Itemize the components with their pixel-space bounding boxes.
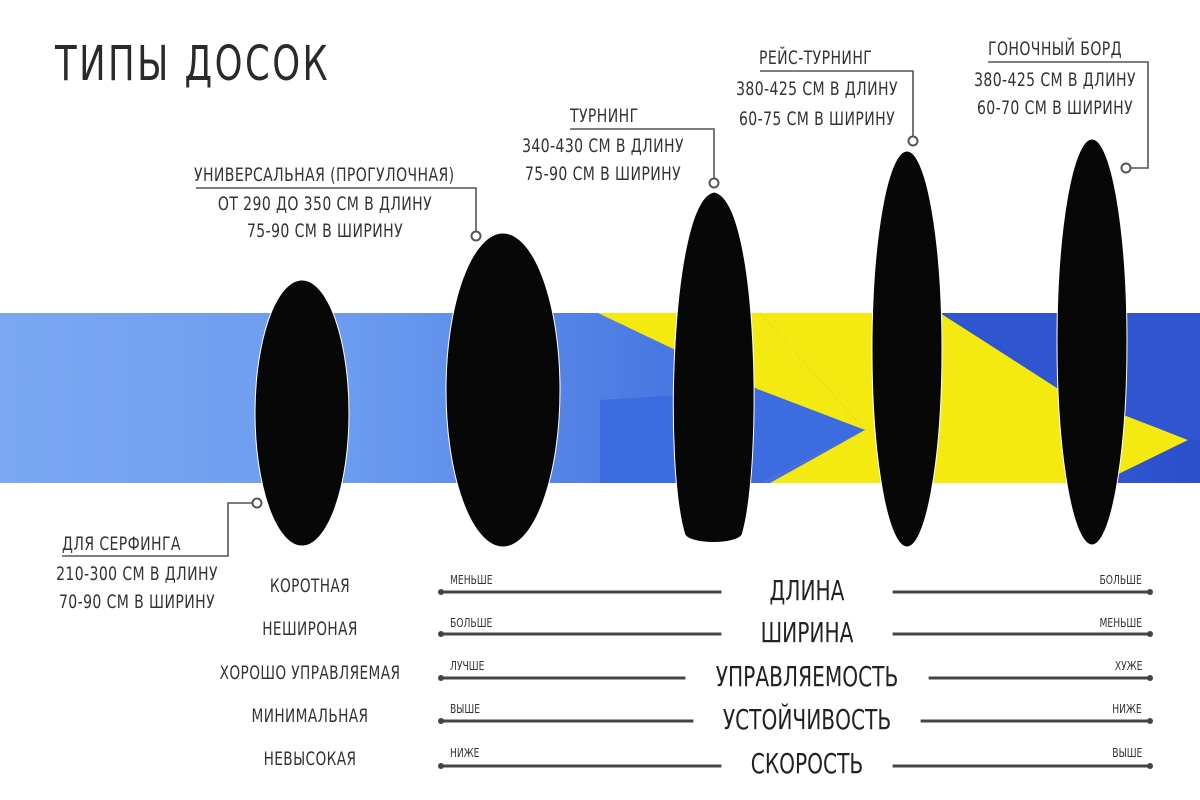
dot-race-touring — [907, 135, 919, 147]
board-name: ТУРНИНГ — [570, 105, 639, 127]
callout-racing — [988, 61, 1149, 169]
scale-dot — [438, 763, 444, 769]
row-label: МИНИМАЛЬНАЯ — [251, 705, 369, 727]
scale-title: СКОРОСТЬ — [721, 750, 893, 778]
scale-dot — [1147, 589, 1153, 595]
callout-universal — [196, 187, 477, 235]
board-length: 380-425 СМ В ДЛИНУ — [974, 69, 1136, 91]
scale-dot — [1147, 718, 1153, 724]
board-width: 70-90 СМ В ШИРИНУ — [58, 591, 216, 613]
scale-dot — [1147, 675, 1153, 681]
scale-right-label: МЕНЬШЕ — [1099, 616, 1142, 630]
board-length: 340-430 СМ В ДЛИНУ — [522, 135, 684, 157]
row-label: НЕВЫСОКАЯ — [263, 748, 357, 770]
scale-title: ДЛИНА — [721, 577, 893, 605]
board-width: 60-75 СМ В ШИРИНУ — [738, 108, 896, 130]
board-name: РЕЙС-ТУРНИНГ — [759, 47, 873, 69]
scale-title: ШИРИНА — [721, 619, 893, 647]
scale-dot — [1147, 631, 1153, 637]
board-width: 75-90 СМ В ШИРИНУ — [246, 220, 404, 242]
scale-left-label: НИЖЕ — [450, 746, 480, 760]
scale-dot — [438, 631, 444, 637]
scale-left-label: ВЫШЕ — [450, 702, 481, 716]
board-racing — [1056, 138, 1128, 546]
scale-left-label: БОЛЬШЕ — [450, 616, 493, 630]
scale-right-label: ВЫШЕ — [1111, 746, 1142, 760]
scale-left-label: МЕНЬШЕ — [450, 573, 493, 587]
board-touring — [672, 191, 755, 543]
board-surf — [254, 279, 350, 547]
callout-dots — [251, 135, 1132, 509]
board-race-touring — [871, 150, 943, 548]
callout-touring — [570, 128, 715, 183]
board-universal — [445, 232, 561, 548]
callout-lines — [62, 61, 1149, 557]
board-name: ГОНОЧНЫЙ БОРД — [988, 38, 1123, 60]
scale-dot — [438, 718, 444, 724]
callout-race-touring — [760, 70, 914, 140]
callout-surf — [62, 502, 256, 557]
scale-right-label: БОЛЬШЕ — [1099, 573, 1142, 587]
dot-universal — [470, 230, 482, 242]
board-length: 380-425 СМ В ДЛИНУ — [736, 78, 898, 100]
board-name: УНИВЕРСАЛЬНАЯ (ПРОГУЛОЧНАЯ) — [194, 164, 455, 186]
row-label: ХОРОШО УПРАВЛЯЕМАЯ — [219, 662, 401, 684]
row-label: НЕШИРОНАЯ — [262, 618, 358, 640]
scale-end-dots — [438, 589, 1153, 769]
board-length: ОТ 290 ДО 350 СМ В ДЛИНУ — [217, 193, 433, 215]
scale-title: УСТОЙЧИВОСТЬ — [693, 706, 921, 734]
page-title: ТИПЫ ДОСОК — [55, 36, 331, 92]
row-label: КОРОТНАЯ — [269, 575, 351, 597]
scale-left-label: ЛУЧШЕ — [450, 659, 485, 673]
scale-dot — [1147, 763, 1153, 769]
board-name: ДЛЯ СЕРФИНГА — [62, 533, 181, 555]
scale-dot — [438, 675, 444, 681]
dot-touring — [708, 177, 720, 189]
scale-right-label: ХУЖЕ — [1114, 659, 1142, 673]
dot-surf — [251, 497, 263, 509]
dot-racing — [1120, 162, 1132, 174]
scale-right-label: НИЖЕ — [1112, 702, 1142, 716]
board-length: 210-300 СМ В ДЛИНУ — [56, 563, 218, 585]
board-width: 75-90 СМ В ШИРИНУ — [524, 163, 682, 185]
scale-dot — [438, 589, 444, 595]
scale-title: УПРАВЛЯЕМОСТЬ — [685, 663, 929, 691]
board-width: 60-70 СМ В ШИРИНУ — [976, 97, 1134, 119]
